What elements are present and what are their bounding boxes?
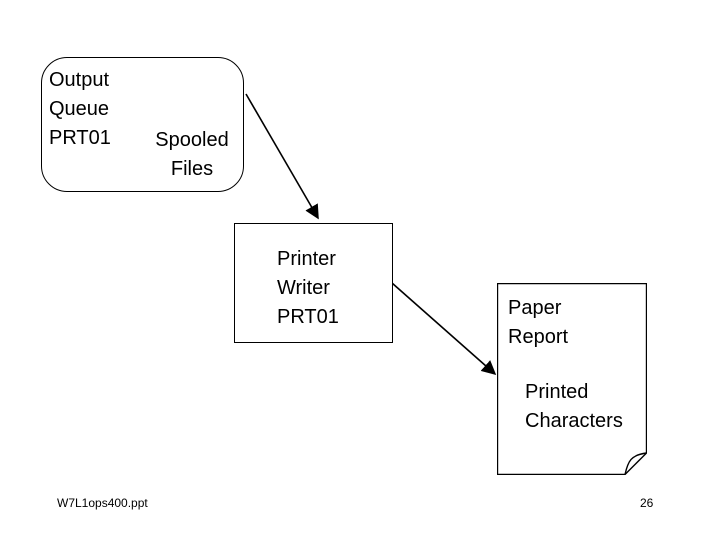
- output-queue-label: Output Queue PRT01: [49, 69, 111, 149]
- printer-writer-shape[interactable]: [234, 223, 393, 343]
- document-folded-corner: [624, 452, 647, 475]
- footer-page-number: 26: [640, 496, 654, 510]
- output-queue-shape[interactable]: [41, 57, 244, 192]
- arrow-output-queue-to-printer-writer: [245, 93, 319, 220]
- printer-writer-label: Printer Writer PRT01: [277, 248, 339, 328]
- printed-characters-label: Printed Characters: [525, 381, 623, 432]
- arrow-printer-writer-to-paper-report: [391, 282, 497, 376]
- document-outline: [497, 283, 647, 475]
- spooled-files-label: Spooled Files: [155, 129, 229, 180]
- footer-filename: W7L1ops400.ppt: [57, 496, 148, 510]
- paper-report-shape[interactable]: [497, 283, 647, 475]
- paper-report-label: Paper Report: [508, 297, 569, 348]
